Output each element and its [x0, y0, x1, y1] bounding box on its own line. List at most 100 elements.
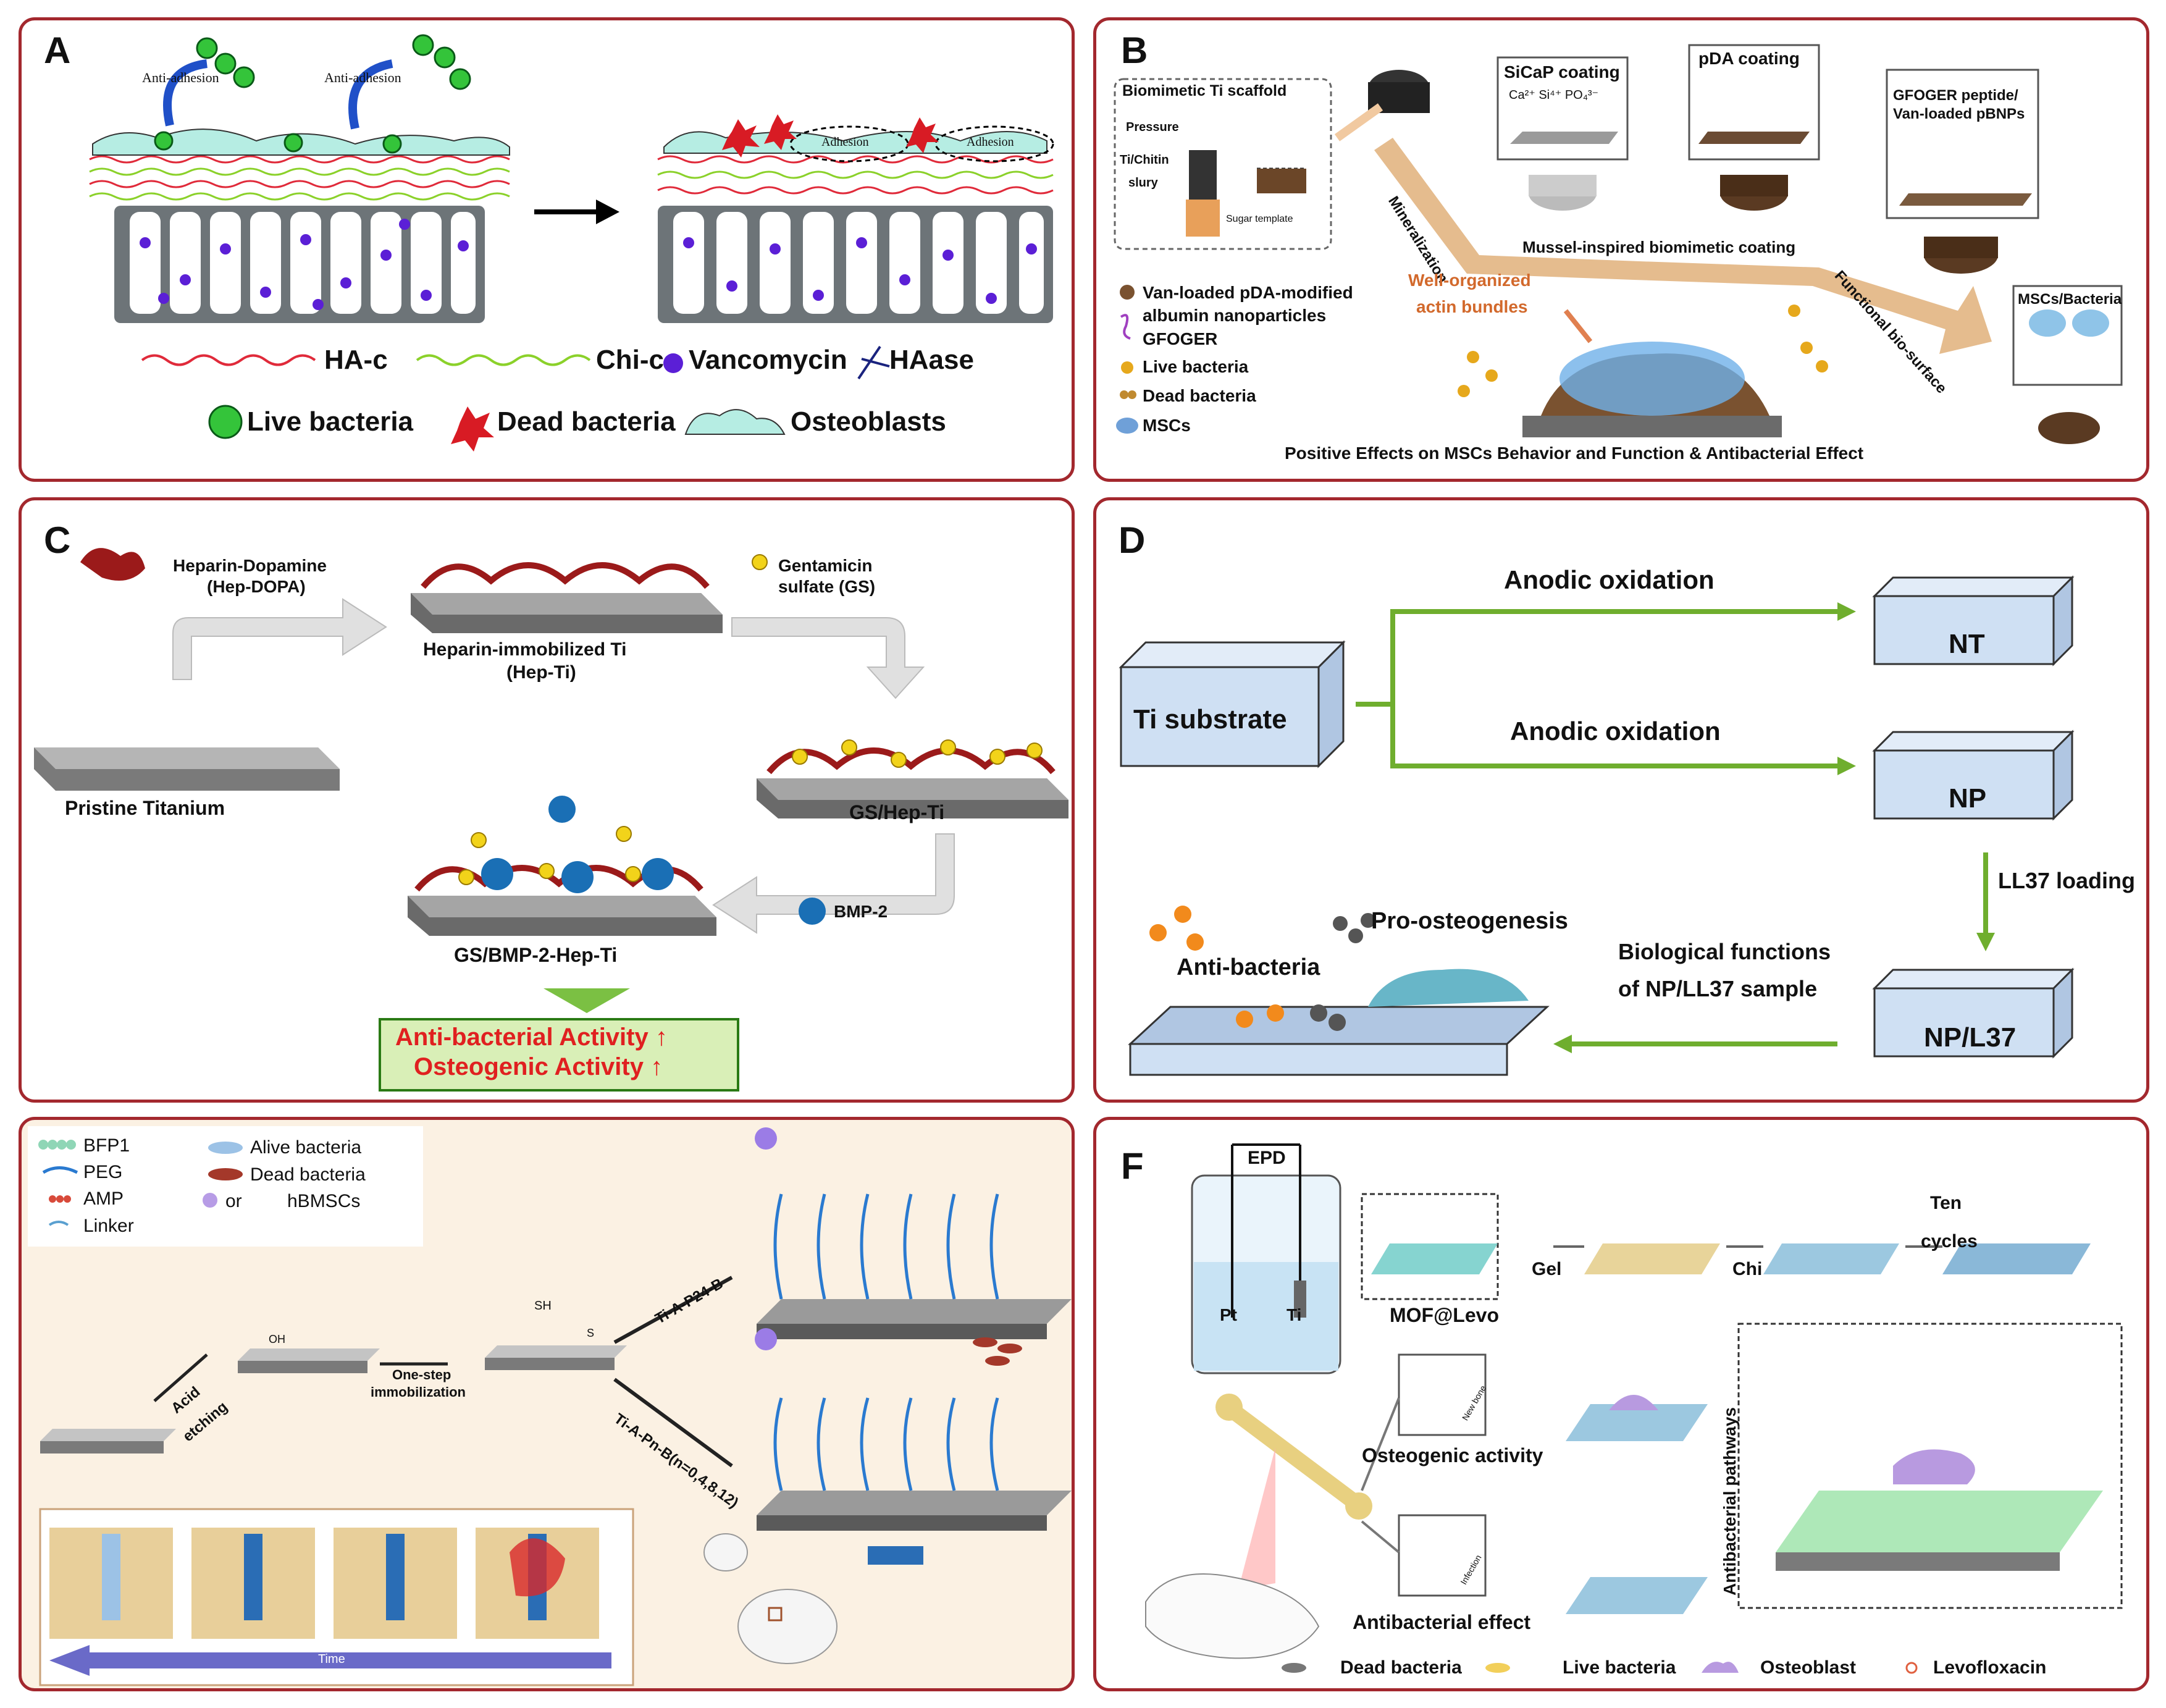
legend-haase: HAase — [889, 345, 974, 375]
legend-levofloxacin: Levofloxacin — [1933, 1657, 2047, 1678]
panel-f: F — [1093, 1117, 2149, 1691]
legend-peg: PEG — [83, 1162, 123, 1182]
ti-chitin-label: Ti/Chitin — [1120, 153, 1169, 167]
mof-label: MOF@Levo — [1390, 1304, 1499, 1326]
pda-label: pDA coating — [1698, 49, 1800, 68]
legend-dead: Dead bacteria — [1143, 386, 1256, 405]
one-step-label: One-step — [392, 1367, 451, 1382]
pressure-label: Pressure — [1126, 120, 1179, 134]
pt-label: Pt — [1220, 1305, 1237, 1324]
legend-amp: AMP — [83, 1188, 124, 1209]
panel-letter: F — [1121, 1145, 1144, 1187]
panel-d: D — [1093, 497, 2149, 1103]
actin-label-2: actin bundles — [1416, 297, 1528, 316]
legend-linker: Linker — [83, 1216, 134, 1236]
npl37-label: NP/L37 — [1924, 1022, 2017, 1053]
sicap-label: SiCaP coating — [1504, 62, 1620, 82]
activity-label: Anti-bacterial Activity ↑ — [395, 1024, 668, 1051]
gs-label: Gentamicin — [778, 556, 873, 575]
panel-a-illustration — [89, 34, 1054, 452]
cycles-label: cycles — [1921, 1231, 1978, 1252]
gs-bmp-label: GS/BMP-2-Hep-Ti — [454, 944, 618, 966]
legend-alive: Alive bacteria — [250, 1137, 362, 1158]
panel-b-footer: Positive Effects on MSCs Behavior and Fu… — [1285, 444, 1864, 463]
panel-letter: C — [44, 520, 71, 561]
bio-functions-label: Biological functions — [1618, 939, 1831, 964]
panel-e: E — [19, 1117, 1075, 1691]
panel-letter: B — [1121, 30, 1148, 71]
legend-ha-c: HA-c — [324, 345, 388, 375]
mussel-coating-label: Mussel-inspired biomimetic coating — [1522, 238, 1796, 256]
legend-vancomycin: Vancomycin — [689, 345, 847, 375]
panel-c-illustration — [34, 548, 1068, 1092]
np-label: NP — [1949, 783, 1987, 814]
msc-bacteria-label: MSCs/Bacteria — [2018, 291, 2122, 308]
legend-dead: Dead bacteria — [250, 1164, 366, 1185]
legend-osteoblast: Osteoblast — [1760, 1657, 1857, 1678]
panel-e-illustration — [28, 1126, 1072, 1686]
legend-osteoblasts: Osteoblasts — [791, 406, 946, 437]
legend-chi-c: Chi-c — [596, 345, 664, 375]
panel-c: C — [19, 497, 1075, 1103]
slurry-label: slury — [1128, 176, 1158, 190]
ten-label: Ten — [1930, 1193, 1962, 1213]
panel-b-illustration — [1114, 44, 2123, 444]
panel-f-illustration — [1145, 1143, 2123, 1674]
bmp2-label: BMP-2 — [834, 902, 888, 921]
ions-label: Ca²⁺ Si⁴⁺ PO₄³⁻ — [1509, 88, 1599, 102]
legend-or: or — [225, 1191, 242, 1211]
ll37-loading-label: LL37 loading — [1998, 868, 2136, 893]
gs-hep-label: GS/Hep-Ti — [849, 801, 945, 823]
scaffold-title: Biomimetic Ti scaffold — [1122, 82, 1287, 99]
bio-functions-label-2: of NP/LL37 sample — [1618, 976, 1818, 1001]
panel-b: B — [1093, 17, 2149, 482]
actin-label: Well-organized — [1408, 271, 1531, 290]
legend-gfoger: GFOGER — [1143, 329, 1218, 348]
anti-adhesion-label: Anti-adhesion — [142, 70, 219, 85]
panel-letter: D — [1119, 520, 1146, 561]
time-label: Time — [318, 1652, 345, 1666]
osteogenic-activity-label: Osteogenic activity — [1362, 1444, 1543, 1466]
panel-d-illustration — [1119, 575, 2075, 1076]
hep-ti-label: Heparin-immobilized Ti — [423, 639, 627, 660]
anodic-label-2: Anodic oxidation — [1510, 717, 1721, 746]
pristine-label: Pristine Titanium — [65, 797, 225, 819]
gel-label: Gel — [1532, 1259, 1562, 1279]
hep-dopa-label: Heparin-Dopamine — [173, 556, 327, 575]
anti-adhesion-label: Anti-adhesion — [324, 70, 401, 85]
activity-label-2: Osteogenic Activity ↑ — [414, 1053, 663, 1080]
oh-label: OH — [269, 1333, 285, 1345]
ti-substrate-label: Ti substrate — [1133, 704, 1287, 734]
pro-osteogenesis-label: Pro-osteogenesis — [1371, 908, 1568, 934]
legend-dead-bacteria: Dead bacteria — [1340, 1657, 1462, 1678]
gs-label-2: sulfate (GS) — [778, 577, 876, 596]
legend-live-bacteria: Live bacteria — [1563, 1657, 1676, 1678]
antibacterial-effect-label: Antibacterial effect — [1353, 1611, 1531, 1633]
ti-label: Ti — [1287, 1305, 1302, 1324]
legend-live: Live bacteria — [1143, 357, 1249, 376]
adhesion-label: Adhesion — [967, 135, 1014, 149]
anti-bacteria-label: Anti-bacteria — [1177, 954, 1320, 980]
chi-label: Chi — [1732, 1259, 1763, 1279]
legend-bfp1: BFP1 — [83, 1135, 130, 1156]
legend-hbmscs: hBMSCs — [287, 1191, 361, 1211]
legend-live-bacteria: Live bacteria — [247, 406, 414, 437]
antibacterial-pathways-label: Antibacterial pathways — [1720, 1407, 1739, 1596]
sh-label: SH — [534, 1299, 552, 1313]
adhesion-label: Adhesion — [821, 135, 869, 149]
gfoger-title-2: Van-loaded pBNPs — [1893, 106, 2025, 122]
epd-label: EPD — [1248, 1148, 1286, 1168]
sugar-template-label: Sugar template — [1226, 214, 1293, 224]
gfoger-title: GFOGER peptide/ — [1893, 87, 2018, 104]
panel-a: A — [19, 17, 1075, 482]
s-label: S — [587, 1327, 595, 1339]
panel-letter: A — [44, 30, 71, 71]
one-step-label-2: immobilization — [371, 1384, 466, 1400]
nt-label: NT — [1949, 629, 1985, 659]
legend-van: Van-loaded pDA-modified — [1143, 283, 1353, 302]
anodic-label: Anodic oxidation — [1504, 565, 1715, 594]
hep-dopa-label-2: (Hep-DOPA) — [207, 577, 306, 596]
legend-dead-bacteria: Dead bacteria — [497, 406, 676, 437]
hep-ti-label-2: (Hep-Ti) — [506, 662, 576, 683]
legend-mscs: MSCs — [1143, 416, 1191, 435]
